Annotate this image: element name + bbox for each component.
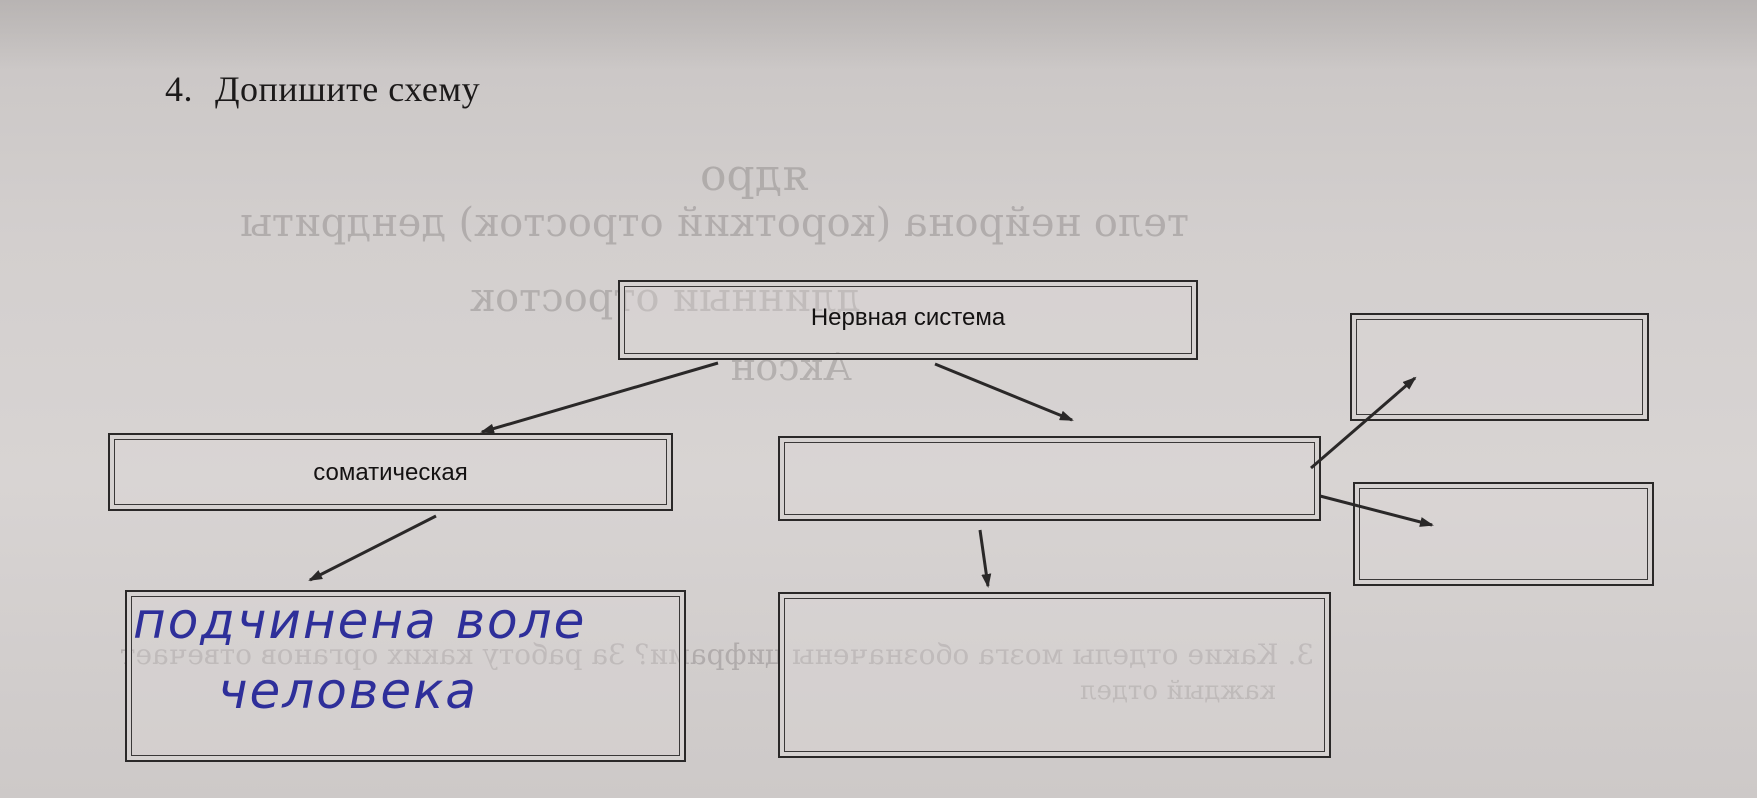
arrow-right-to-middle: [1319, 494, 1434, 527]
arrow-left-to-child: [308, 514, 437, 582]
task-heading: 4. Допишите схему: [165, 68, 480, 110]
arrow-right-to-bottom: [978, 529, 992, 588]
root-label: Нервная система: [810, 304, 1006, 331]
root-box: Нервная система: [618, 280, 1198, 360]
left-child-box: [125, 590, 686, 762]
left-branch-box: соматическая: [108, 433, 673, 511]
arrow-root-to-left: [480, 361, 719, 434]
page-shadow: [0, 0, 1757, 70]
arrow-right-to-top: [1310, 376, 1417, 470]
task-title: Допишите схему: [215, 69, 481, 109]
left-branch-label: соматическая: [313, 459, 468, 486]
right-child-bottom-box[interactable]: [778, 592, 1331, 758]
right-branch-box[interactable]: [778, 436, 1321, 521]
right-child-middle-box[interactable]: [1353, 482, 1654, 586]
handwritten-answer-line2: человека: [218, 662, 478, 720]
handwritten-answer-line1: подчинена воле: [133, 592, 587, 650]
right-child-top-box[interactable]: [1350, 313, 1649, 421]
arrow-root-to-right: [934, 362, 1074, 422]
task-number: 4.: [165, 69, 193, 109]
